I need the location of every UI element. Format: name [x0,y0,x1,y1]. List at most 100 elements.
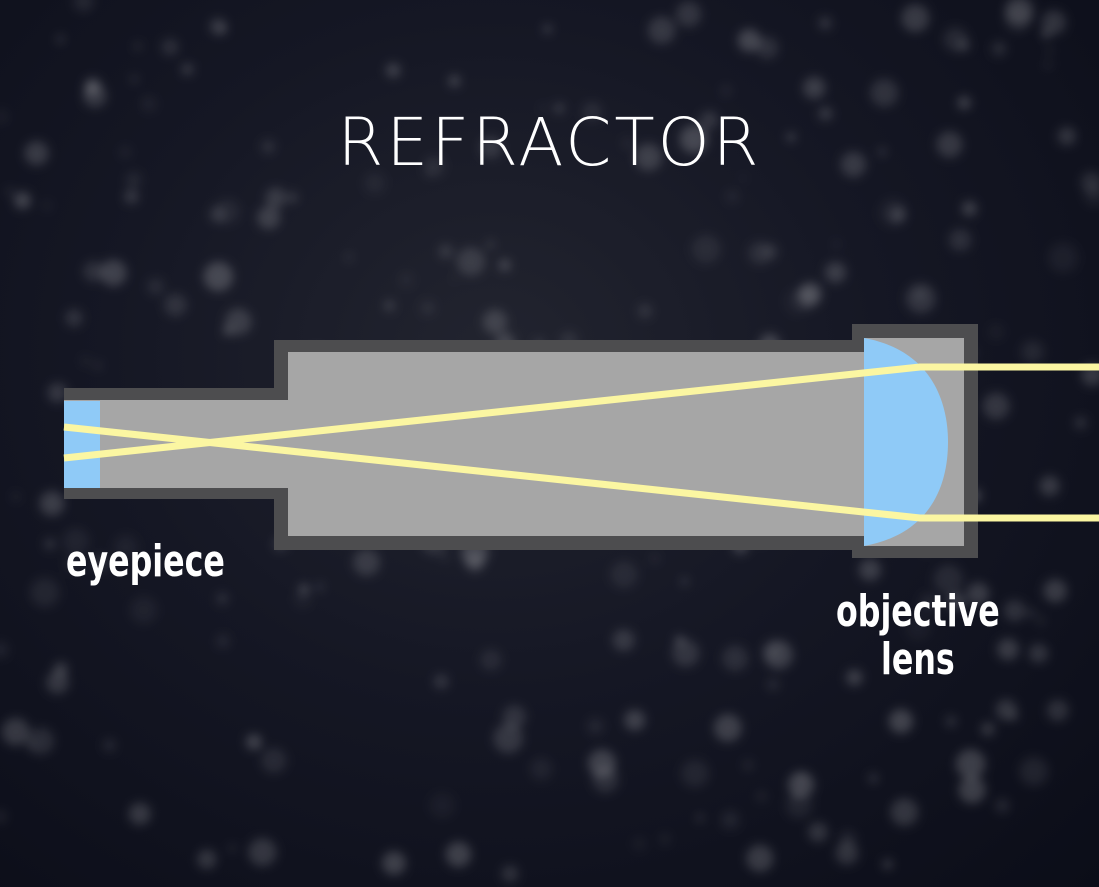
bokeh-dot [674,635,685,645]
bokeh-dot [659,833,671,845]
bokeh-dot [62,527,90,555]
bokeh-dot [955,749,986,779]
bokeh-dot [766,677,780,692]
bokeh-dot [248,838,277,867]
bokeh-dot [919,593,940,613]
bokeh-dot [134,43,141,50]
bokeh-dot [161,38,179,56]
bokeh-dot [39,491,65,516]
bokeh-dot [991,41,1007,57]
bokeh-dot [448,75,461,87]
bokeh-dot [803,76,826,99]
bokeh-dot [982,392,1010,420]
bokeh-dot [498,259,511,272]
bokeh-dot [13,191,31,209]
bokeh-dot [27,727,55,755]
bokeh-dot [858,558,882,581]
bokeh-dot [228,844,237,853]
bokeh-dot [961,201,977,217]
bokeh-dot [141,96,157,112]
bokeh-dot [721,810,740,830]
bokeh-dot [1048,242,1078,273]
bokeh-dot [1026,608,1036,618]
bokeh-dot [83,261,104,282]
bokeh-dot [80,356,91,366]
bokeh-dot [825,261,846,283]
bokeh-dot [485,239,496,250]
bokeh-dot [24,141,49,166]
bokeh-dot [756,791,767,802]
bokeh-dot [265,187,287,209]
bokeh-dot [936,131,963,158]
bokeh-dot [46,671,69,694]
bokeh-dot [181,63,194,76]
bokeh-dot [209,206,227,224]
light-ray-lower [63,423,1099,522]
bokeh-dot [383,300,395,312]
bokeh-dot [65,555,82,572]
bokeh-dot [456,247,486,276]
bokeh-dot [681,759,709,788]
bokeh-dot [502,705,526,729]
bokeh-dot [224,308,252,336]
bokeh-dot [124,189,139,204]
bokeh-dot [386,63,401,78]
bokeh-dot [726,190,739,203]
bokeh-dot [287,192,299,204]
bokeh-dot [261,747,287,774]
bokeh-dot [433,674,449,689]
bokeh-dot [634,143,663,171]
bokeh-dot [1057,126,1077,146]
bokeh-dot [818,16,832,30]
bokeh-dot [958,776,986,804]
bokeh-dot [216,592,229,605]
bokeh-dot [1036,615,1047,626]
bokeh-dot [1,717,30,746]
bokeh-dot [947,592,966,611]
bokeh-dot [93,361,102,370]
bokeh-dot [624,709,646,731]
bokeh-dot [890,798,919,826]
bokeh-dot [905,283,936,314]
bokeh-dot [501,865,519,883]
bokeh-dot [539,104,548,112]
bokeh-dot [47,382,68,403]
bokeh-dot [679,124,709,154]
bokeh-dot [833,241,840,248]
bokeh-dot [681,578,688,585]
bokeh-dot [933,564,963,594]
bokeh-dot [756,36,779,59]
bokeh-dot [363,172,386,194]
bokeh-dot [995,699,1017,721]
bokeh-dot [1074,416,1087,430]
bokeh-dot [1043,579,1067,603]
bokeh-dot [441,553,449,561]
bokeh-dot [529,757,553,781]
bokeh-dot [293,590,311,609]
bokeh-dot [737,28,761,52]
bokeh-dot [869,774,878,783]
bokeh-dot [1019,757,1049,786]
bokeh-dot [420,300,436,316]
bokeh-dot [610,560,638,589]
bokeh-dot [425,170,433,177]
bokeh-dot [553,102,565,114]
bokeh-dot [722,645,749,672]
bokeh-dot [1081,171,1099,193]
bokeh-dot [113,535,138,560]
bokeh-dot [29,577,60,608]
bokeh-dot [257,206,281,230]
bokeh-dot [56,35,65,44]
bokeh-dot [12,493,19,500]
bokeh-dot [957,39,970,52]
bokeh-dot [130,75,138,83]
bokeh-dot [672,639,700,667]
bokeh-dot [344,253,353,262]
bokeh-dot [203,261,234,292]
bokeh-dot [130,596,158,624]
bokeh-dot [246,734,262,750]
bokeh-dot [648,16,676,44]
bokeh-dot [1003,600,1026,622]
bokeh-dot [128,802,151,826]
bokeh-dot [92,554,109,571]
